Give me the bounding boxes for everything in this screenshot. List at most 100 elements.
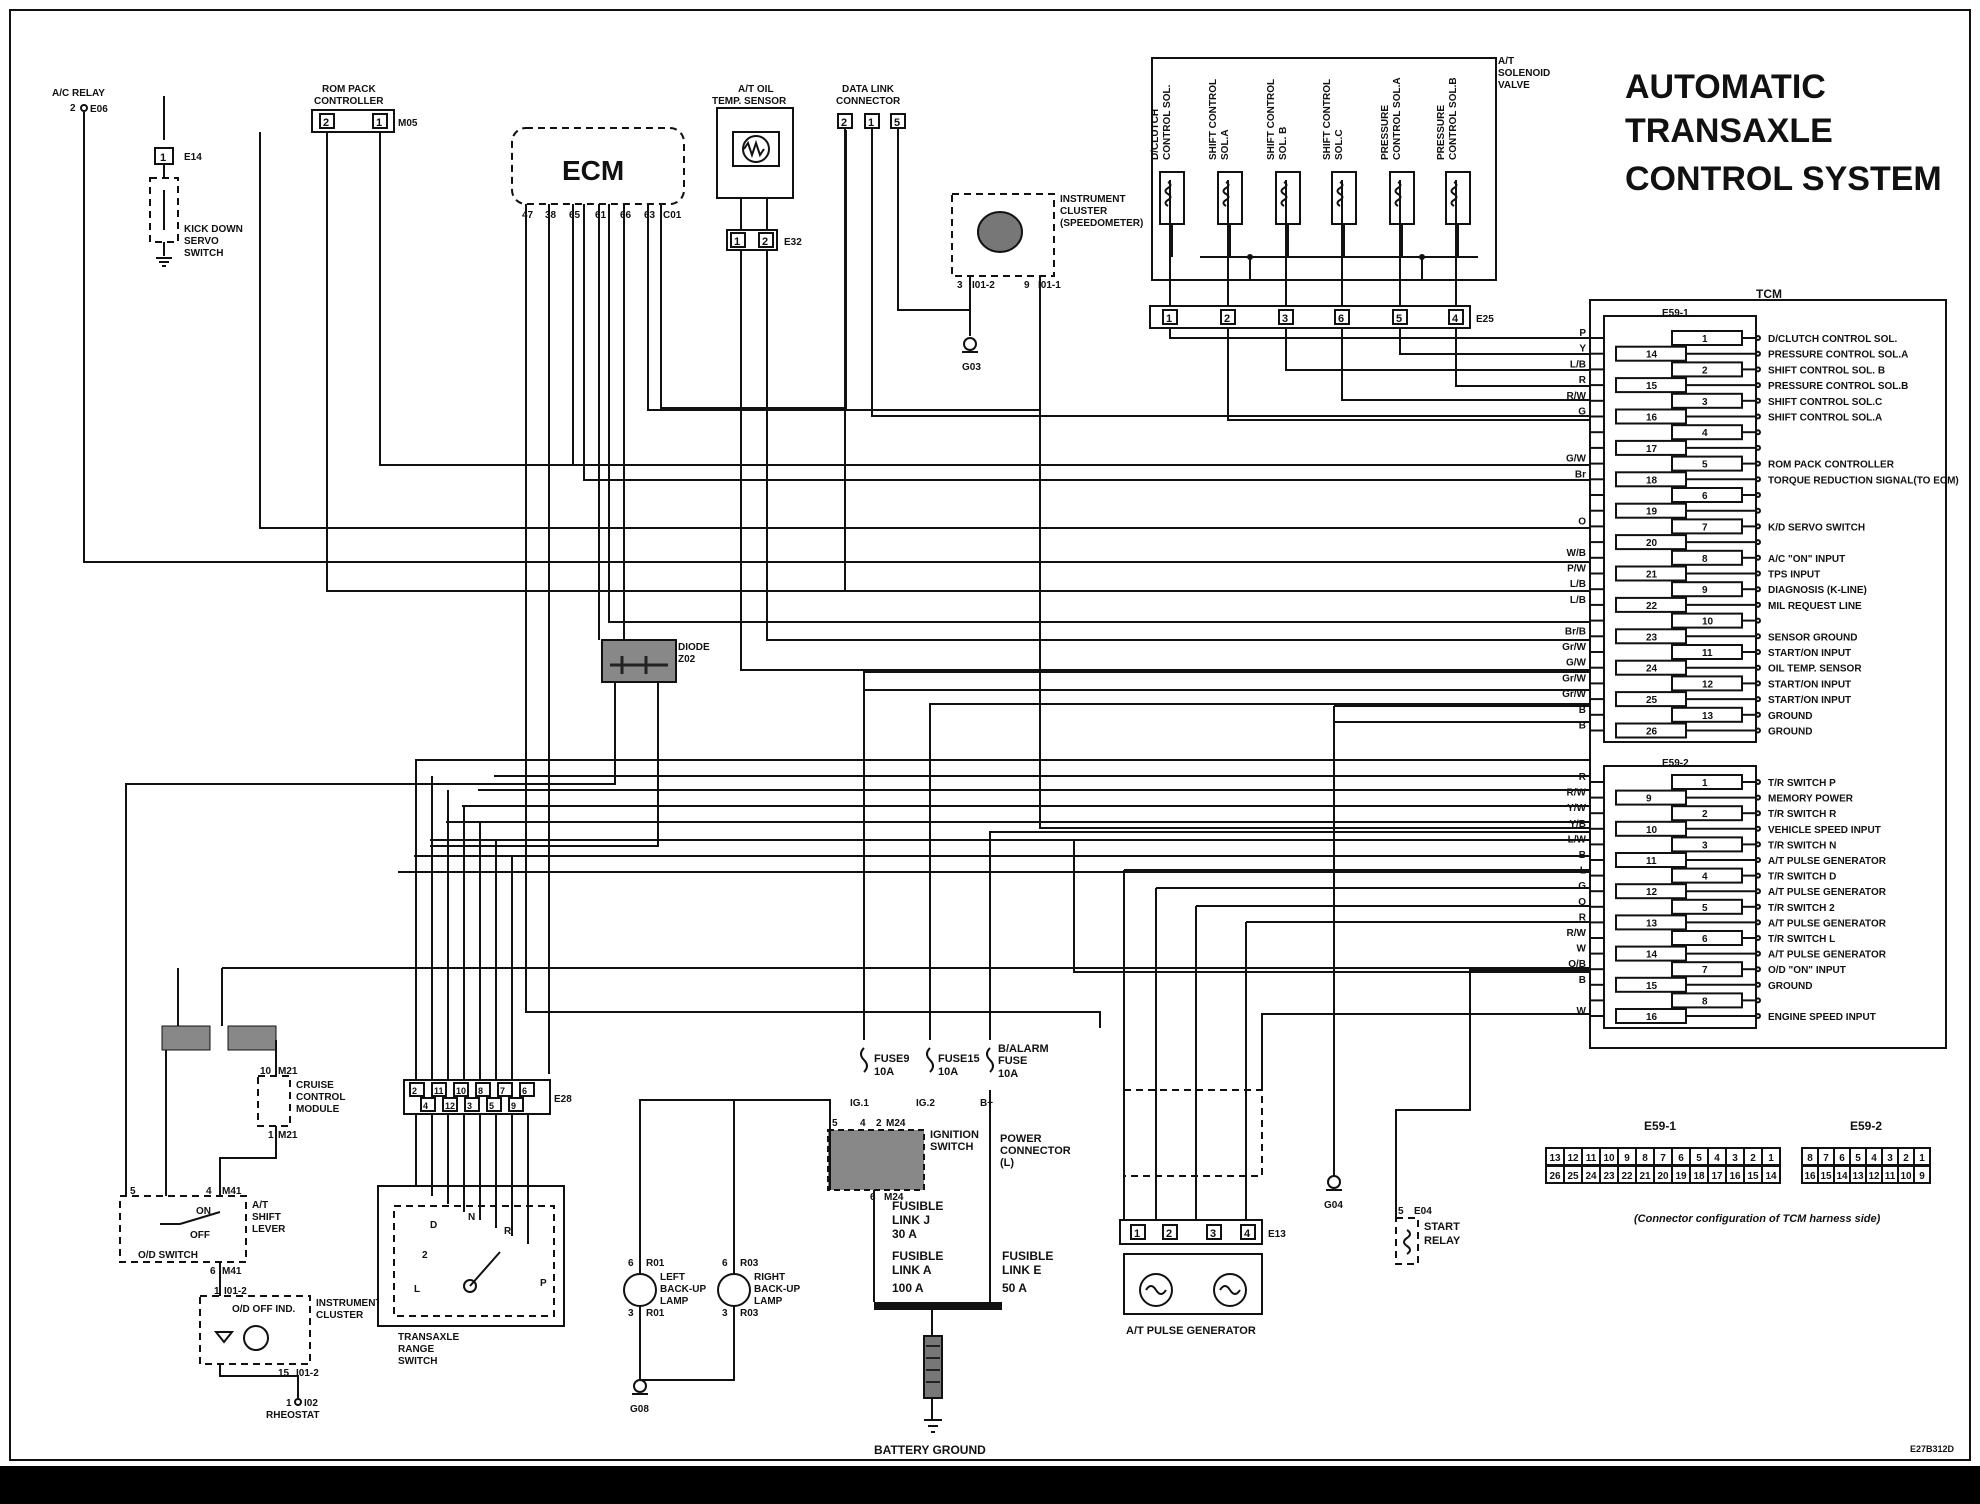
tcm-pin: 10 [1702,617,1714,628]
right-lamp-conn-bottom: R03 [740,1308,759,1319]
start-relay-conn: E04 [1414,1206,1432,1217]
shift-lever-conn-bottom: M41 [222,1266,242,1277]
tcm-wire-color: B [1579,705,1586,716]
ecm-pin-c01: C01 [663,210,682,221]
ic-top-conn-left: I01-2 [972,280,995,291]
tcm-wire-color: O/B [1568,959,1586,970]
tcm-pin: 25 [1646,695,1658,706]
tcm-pin-function: T/R SWITCH N [1768,840,1836,851]
tcm-pin: 13 [1646,918,1658,929]
ic-top-label-1: INSTRUMENT [1060,194,1126,205]
pulse-gen-label: A/T PULSE GENERATOR [1126,1325,1256,1337]
tcm-pin-function: SENSOR GROUND [1768,632,1857,643]
tcm-wire-color: L/B [1570,595,1586,606]
title-line-2: TRANSAXLE [1625,112,1833,150]
kick-down-label-3: SWITCH [184,248,223,259]
cfg-cell-label: 11 [1586,1153,1597,1164]
diode-conn: Z02 [678,654,696,665]
e13-pin-label: 3 [1210,1228,1216,1240]
tcm-pin: 2 [1702,365,1708,376]
e25-conn: E25 [1476,314,1494,325]
cfg-cell-label: 20 [1657,1171,1669,1182]
tcm-pin-function: SHIFT CONTROL SOL.C [1768,397,1882,408]
e25-pin [1162,309,1178,325]
tcm-pin: 21 [1646,570,1658,581]
left-back-up-lamp: 6 R01 LEFT BACK-UP LAMP 3 R01 [623,1258,706,1319]
tcm-pin-function: SHIFT CONTROL SOL. B [1768,365,1885,376]
e13-pin [1240,1224,1256,1240]
rheostat-conn: I02 [304,1398,318,1409]
at-shift-lever: 5 4 M41 ON OFF O/D SWITCH A/T SHIFT LEVE… [119,1186,286,1277]
oil-temp-sensor: A/T OIL TEMP. SENSOR 1 2 E32 [712,84,802,251]
trs-pos-2: 2 [422,1250,428,1261]
tcm-wire-color: Y/W [1567,803,1586,814]
tcm: TCM E59-1 E59-2 1PD/CLUTCH CONTROL SOL.1… [1562,287,1959,1049]
solenoid-coil [1159,171,1185,225]
cfg-cell-label: 7 [1823,1153,1829,1164]
shift-lever-pin-5: 5 [130,1186,136,1197]
e28-pin-label: 9 [511,1101,516,1111]
cfg-cell-label: 15 [1820,1171,1832,1182]
e28-pin [508,1097,524,1112]
bottom-bar [0,1466,1980,1504]
fl-a-label-3: 100 A [892,1281,924,1295]
ignition-conn-top: M24 [886,1118,906,1129]
b-alarm-name: B/ALARM [998,1043,1049,1055]
e28-pin [475,1082,491,1097]
e25-pin-label: 2 [1224,313,1230,325]
right-back-up-lamp: 6 R03 RIGHT BACK-UP LAMP 3 R03 [717,1258,800,1319]
tcm-pin: 19 [1646,507,1658,518]
transaxle-range-switch: D N R P 2 L TRANSAXLE RANGE SWITCH [377,1185,565,1367]
ecm-pin-65: 65 [569,210,581,221]
e28-pin-label: 2 [412,1086,417,1096]
cfg-cell-label: 21 [1639,1171,1651,1182]
shift-lever-label-2: SHIFT [252,1212,281,1223]
cruise-conn-bottom: M21 [278,1130,298,1141]
solenoid-valve-label-2: SOLENOID [1498,68,1550,79]
tcm-pin: 15 [1646,381,1658,392]
right-lamp-label-2: BACK-UP [754,1284,800,1295]
cfg-cell-label: 1 [1768,1153,1774,1164]
ic-top-label-3: (SPEEDOMETER) [1060,218,1143,229]
e13-pin [1206,1224,1222,1240]
rheostat-pin: 1 [286,1398,292,1409]
cfg-cell-label: 3 [1732,1153,1738,1164]
solenoid-valve-label-1: A/T [1498,56,1514,67]
cfg-caption: (Connector configuration of TCM harness … [1634,1213,1881,1225]
fl-e-label-3: 50 A [1002,1281,1027,1295]
tcm-wire-color: P [1579,328,1586,339]
diode-label: DIODE [678,642,710,653]
ground-g04: G04 [1324,1175,1343,1211]
tcm-wire-color: W/B [1567,548,1586,559]
cfg-cell [1913,1165,1931,1184]
e25-pin-label: 1 [1166,313,1172,325]
data-link-pin-2: 2 [841,117,847,129]
oil-temp-pin-2: 2 [762,236,768,248]
e28-pin-label: 4 [423,1101,428,1111]
e25-pin-label: 5 [1396,313,1402,325]
cruise-pin-10: 10 [260,1066,272,1077]
cfg-cell-label: 1 [1919,1153,1925,1164]
power-connector-label-2: CONNECTOR [1000,1145,1071,1157]
b-alarm-term: B+ [980,1098,993,1109]
start-relay-pin: 5 [1398,1206,1404,1217]
fuse15-rating: 10A [938,1066,958,1078]
tcm-pin-function: D/CLUTCH CONTROL SOL. [1768,334,1897,345]
battery: BATTERY GROUND [874,1302,1002,1457]
trs-pos-n: N [468,1212,475,1223]
fuse9-rating: 10A [874,1066,894,1078]
trs-pos-r: R [504,1226,512,1237]
e13-conn: E13 [1268,1229,1286,1240]
cruise-label-3: MODULE [296,1104,340,1115]
tcm-label: TCM [1756,287,1782,301]
tcm-wire-color: B [1579,721,1586,732]
solenoid-label: CONTROL SOL.A [1392,77,1403,160]
tcm-pin: 7 [1702,965,1708,976]
fuse-9: FUSE9 10A IG.1 [850,1047,909,1109]
cfg-cell-label: 4 [1871,1153,1877,1164]
tcm-pin: 18 [1646,475,1658,486]
ic-top-pin-3: 3 [957,280,963,291]
e28-pin-label: 11 [434,1086,444,1096]
tcm-wire-color: W [1577,944,1587,955]
